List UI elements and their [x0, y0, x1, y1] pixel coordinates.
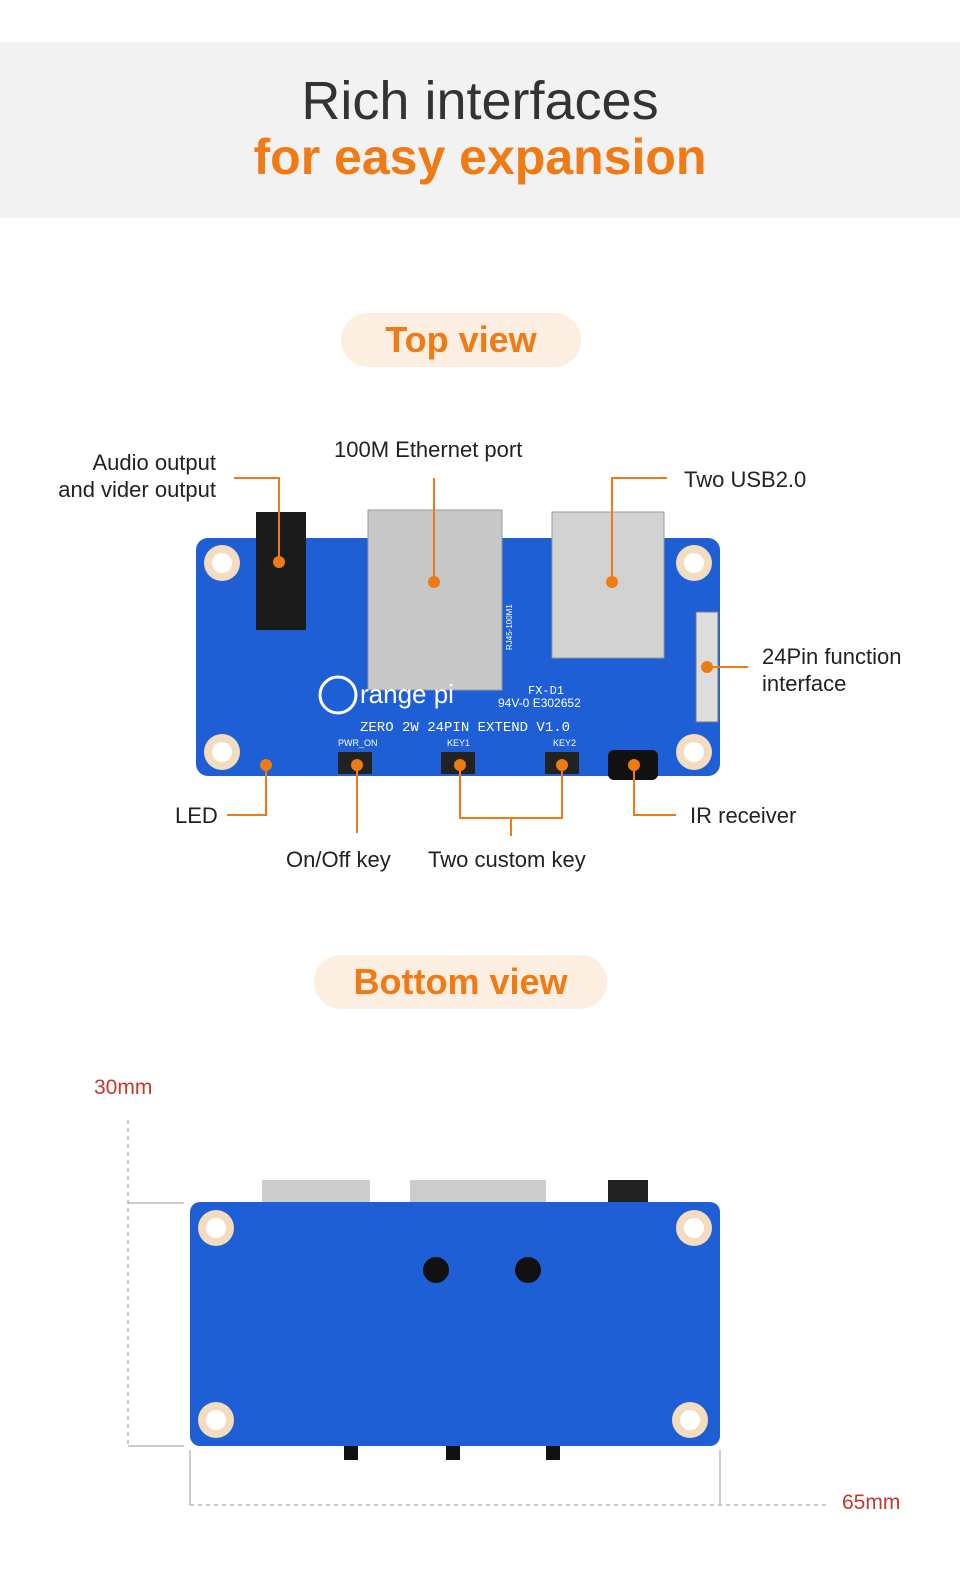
board-fx-text: FX-D1: [528, 684, 564, 698]
pin-label-line2: interface: [762, 671, 847, 696]
ir-label: IR receiver: [690, 803, 797, 828]
key2-marking: KEY2: [553, 738, 576, 748]
pwr-marking: PWR_ON: [338, 738, 378, 748]
page-subtitle: for easy expansion: [253, 129, 707, 185]
key1-marking: KEY1: [447, 738, 470, 748]
board-model-text: ZERO 2W 24PIN EXTEND V1.0: [360, 720, 570, 736]
bottom-view-heading: Bottom view: [314, 955, 607, 1009]
led-label: LED: [175, 803, 218, 828]
header-band: [0, 42, 960, 218]
audio-label-line2: and vider output: [58, 477, 216, 502]
height-dimension: 30mm: [94, 1076, 153, 1099]
board-logo-text: range pi: [360, 679, 454, 709]
top-board: range pi ZERO 2W 24PIN EXTEND V1.0 FX-D1…: [196, 509, 720, 780]
rj-marking: RJ45-100M1: [505, 604, 514, 650]
onoff-label: On/Off key: [286, 847, 391, 872]
usb-label: Two USB2.0: [684, 467, 807, 492]
callout-dots: [260, 556, 713, 771]
audio-label-line1: Audio output: [92, 450, 216, 475]
custom-key-label: Two custom key: [428, 847, 586, 872]
ethernet-label: 100M Ethernet port: [334, 437, 523, 462]
bottom-board: [190, 1180, 720, 1460]
pin-label-line1: 24Pin function: [762, 644, 902, 669]
dimension-lines: [127, 1120, 830, 1506]
width-dimension: 65mm: [842, 1491, 901, 1514]
callout-lines: [227, 477, 748, 836]
audio-jack: [256, 512, 306, 630]
top-view-heading: Top view: [341, 313, 581, 367]
board-ul-text: 94V-0 E302652: [498, 696, 581, 710]
page-title: Rich interfaces: [301, 71, 659, 131]
